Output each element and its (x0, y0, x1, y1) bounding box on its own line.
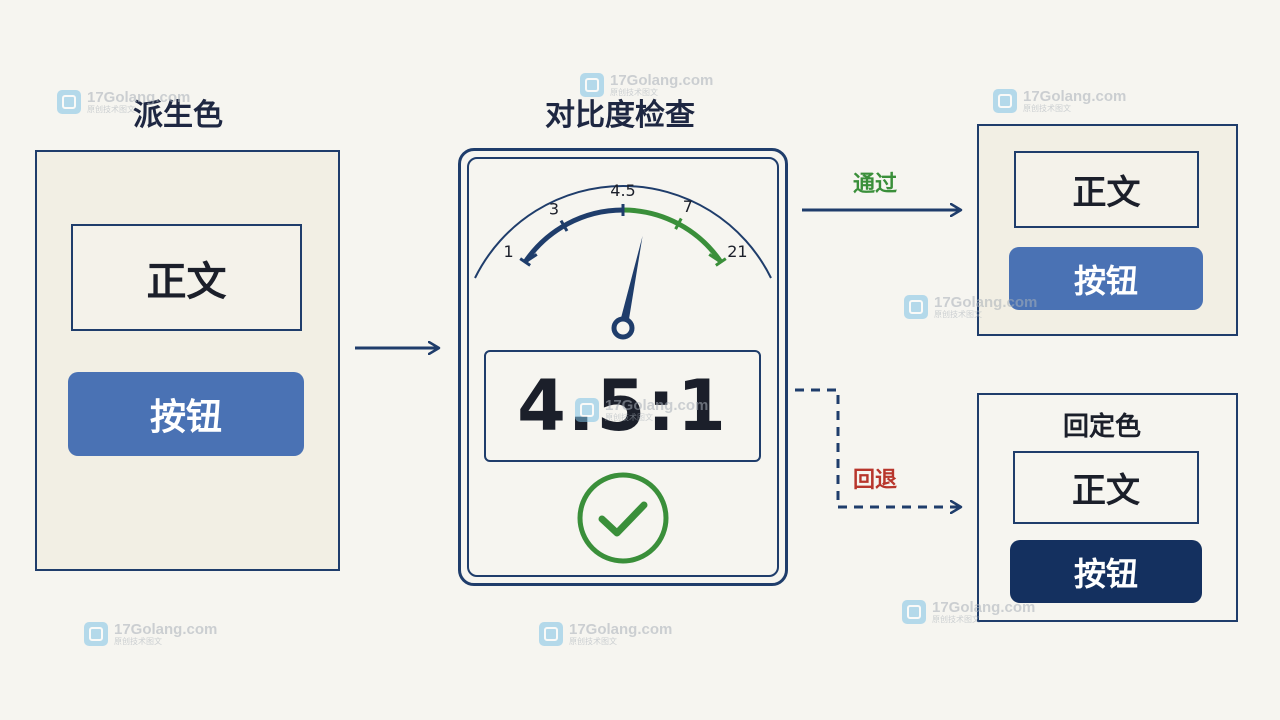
fallback-button[interactable]: 按钮 (1010, 540, 1202, 603)
gauge-tick-label: 7 (683, 197, 693, 216)
gauge-arc-below (523, 207, 624, 264)
pass-body-text: 正文 (1014, 151, 1199, 228)
arrow-fallback (795, 388, 960, 507)
derived-panel (35, 150, 340, 571)
gauge-arc-end-cap (524, 253, 538, 264)
check-circle-icon (577, 472, 669, 564)
watermark-logo-icon (575, 398, 599, 422)
watermark: 17Golang.com 原创技术图文 (57, 90, 190, 114)
watermark-logo-icon (57, 90, 81, 114)
fallback-title: 回定色 (1063, 412, 1142, 442)
fallback-body-text: 正文 (1013, 451, 1199, 524)
watermark: 17Golang.com 原创技术图文 (902, 600, 1035, 624)
fallback-label: 回退 (853, 468, 898, 493)
watermark: 17Golang.com 原创技术图文 (580, 73, 713, 97)
pass-button[interactable]: 按钮 (1009, 247, 1203, 310)
watermark: 17Golang.com 原创技术图文 (575, 398, 708, 422)
watermark: 17Golang.com 原创技术图文 (539, 622, 672, 646)
watermark: 17Golang.com 原创技术图文 (84, 622, 217, 646)
gauge-tick (559, 219, 569, 232)
watermark-logo-icon (902, 600, 926, 624)
gauge-needle-hub (611, 316, 635, 340)
gauge-needle (618, 236, 643, 329)
watermark: 17Golang.com 原创技术图文 (904, 295, 1037, 319)
contrast-title: 对比度检查 (545, 98, 695, 133)
gauge-arc-above (622, 207, 723, 264)
watermark-logo-icon (84, 622, 108, 646)
gauge-tick-label: 3 (549, 199, 559, 218)
watermark-logo-icon (539, 622, 563, 646)
watermark: 17Golang.com 原创技术图文 (993, 89, 1126, 113)
contrast-gauge-panel (458, 148, 788, 586)
gauge-outer-arc (474, 185, 772, 279)
gauge-tick-label: 1 (503, 242, 513, 261)
derived-button[interactable]: 按钮 (68, 372, 304, 456)
watermark-logo-icon (993, 89, 1017, 113)
contrast-gauge-inner-frame (467, 157, 779, 577)
derived-title: 派生色 (133, 98, 223, 133)
contrast-gauge: 1 3 4.5 7 21 (474, 181, 772, 340)
pass-label: 通过 (853, 172, 898, 197)
gauge-arc-end-cap (708, 253, 722, 264)
contrast-ratio: 4.5:1 (484, 350, 761, 462)
watermark-logo-icon (904, 295, 928, 319)
gauge-tick-label: 21 (727, 242, 747, 261)
watermark-logo-icon (580, 73, 604, 97)
gauge-tick (674, 217, 683, 230)
gauge-tick-label: 4.5 (610, 181, 635, 200)
derived-body-text: 正文 (71, 224, 302, 331)
